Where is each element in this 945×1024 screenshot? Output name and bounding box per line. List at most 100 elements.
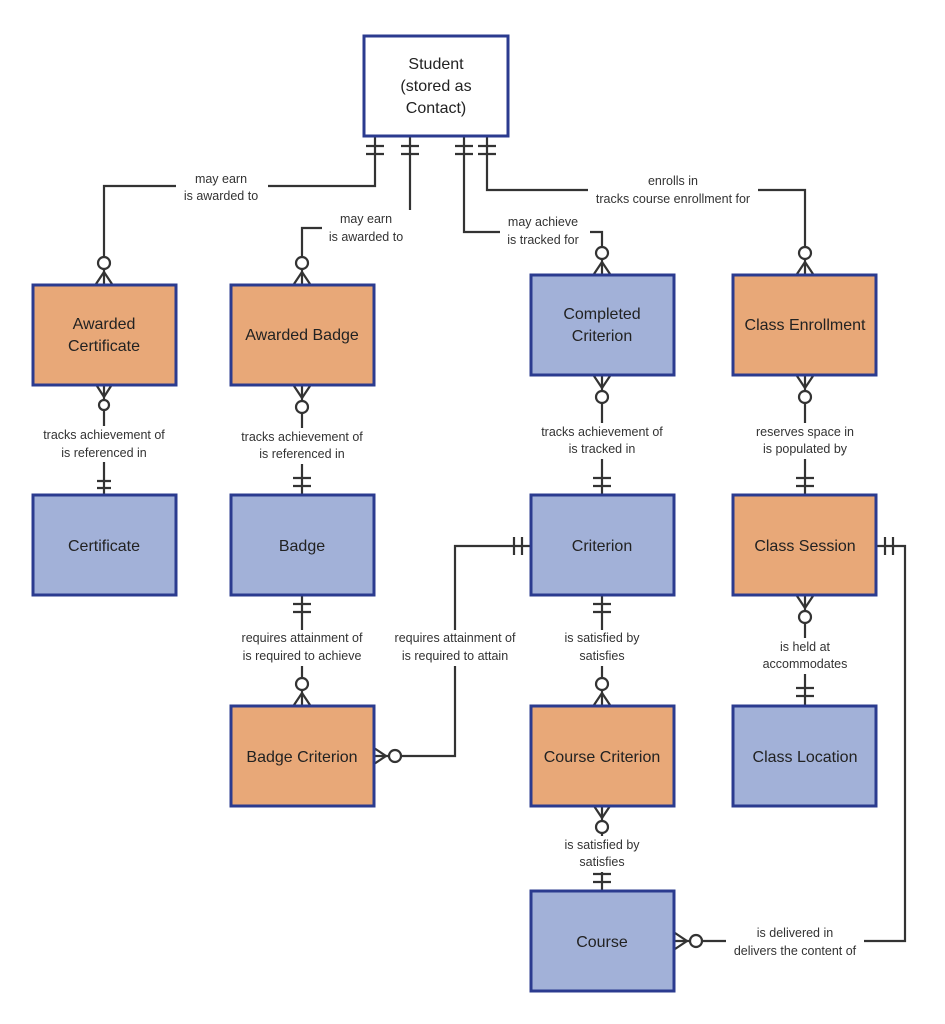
entity-certificate[interactable]: Certificate bbox=[31, 493, 178, 597]
rel-label: may earn bbox=[340, 212, 392, 226]
one-one-marker bbox=[512, 537, 524, 555]
rel-label: is satisfied by bbox=[564, 838, 640, 852]
rel-label: is tracked for bbox=[507, 233, 579, 247]
one-one-marker bbox=[293, 602, 311, 614]
rel-label: is tracked in bbox=[569, 442, 636, 456]
crow-foot-marker bbox=[796, 260, 814, 275]
one-one-marker bbox=[478, 144, 496, 156]
rel-label: satisfies bbox=[579, 855, 624, 869]
entity-label: Awarded bbox=[73, 316, 136, 333]
one-one-marker bbox=[593, 602, 611, 614]
entity-label: Class Session bbox=[754, 538, 855, 555]
zero-marker bbox=[294, 399, 310, 415]
entity-class-session[interactable]: Class Session bbox=[731, 493, 878, 597]
zero-marker bbox=[294, 676, 310, 692]
zero-marker bbox=[387, 748, 403, 764]
crow-foot-marker bbox=[796, 595, 814, 610]
rel-label: tracks achievement of bbox=[43, 428, 165, 442]
rel-label: tracks achievement of bbox=[241, 430, 363, 444]
zero-marker bbox=[96, 255, 112, 271]
zero-marker bbox=[594, 676, 610, 692]
entity-criterion[interactable]: Criterion bbox=[529, 493, 676, 597]
crow-foot-marker bbox=[373, 747, 388, 765]
one-one-marker bbox=[97, 479, 111, 490]
entity-label: Certificate bbox=[68, 338, 140, 355]
rel-label: tracks achievement of bbox=[541, 425, 663, 439]
zero-marker bbox=[688, 933, 704, 949]
entity-student[interactable]: Student (stored as Contact) bbox=[362, 34, 510, 138]
one-one-marker bbox=[593, 476, 611, 488]
entity-label: Criterion bbox=[572, 328, 632, 345]
rel-label: is populated by bbox=[763, 442, 848, 456]
zero-marker bbox=[97, 398, 111, 412]
entity-class-location[interactable]: Class Location bbox=[731, 704, 878, 808]
rel-label: delivers the content of bbox=[734, 944, 857, 958]
entity-label: Awarded Badge bbox=[245, 327, 359, 344]
crow-foot-marker bbox=[293, 270, 311, 285]
rel-label: reserves space in bbox=[756, 425, 854, 439]
rel-label: requires attainment of bbox=[242, 631, 363, 645]
entity-awarded-badge[interactable]: Awarded Badge bbox=[229, 283, 376, 387]
line-student-completed-criterion bbox=[462, 137, 604, 274]
one-one-marker bbox=[796, 476, 814, 488]
crow-foot-marker bbox=[674, 932, 689, 950]
rel-label: is awarded to bbox=[329, 230, 403, 244]
rel-label: requires attainment of bbox=[395, 631, 516, 645]
rel-label: is required to achieve bbox=[243, 649, 362, 663]
rel-label: is referenced in bbox=[61, 446, 147, 460]
crow-foot-marker bbox=[96, 385, 112, 400]
entity-awarded-certificate[interactable]: Awarded Certificate bbox=[31, 283, 178, 387]
zero-marker bbox=[797, 609, 813, 625]
zero-marker bbox=[594, 245, 610, 261]
entity-label: Contact) bbox=[406, 100, 466, 117]
rel-label: may achieve bbox=[508, 215, 578, 229]
entity-label: Criterion bbox=[572, 538, 632, 555]
entity-label: (stored as bbox=[400, 78, 471, 95]
rel-label: is held at bbox=[780, 640, 831, 654]
entity-label: Course Criterion bbox=[544, 749, 660, 766]
rel-label: is delivered in bbox=[757, 926, 833, 940]
zero-marker bbox=[594, 389, 610, 405]
entity-course[interactable]: Course bbox=[529, 889, 676, 993]
crow-foot-marker bbox=[796, 375, 814, 390]
rel-label: is satisfied by bbox=[564, 631, 640, 645]
crow-foot-marker bbox=[593, 805, 611, 820]
crow-foot-marker bbox=[593, 691, 611, 706]
rel-label: may earn bbox=[195, 172, 247, 186]
rel-label: is required to attain bbox=[402, 649, 508, 663]
crow-foot-marker bbox=[293, 691, 311, 706]
one-one-marker bbox=[796, 686, 814, 698]
zero-marker bbox=[797, 389, 813, 405]
crow-foot-marker bbox=[593, 375, 611, 390]
relationship-labels: may earn is awarded to may earn is award… bbox=[40, 170, 864, 960]
entity-completed-criterion[interactable]: Completed Criterion bbox=[529, 273, 676, 377]
entity-label: Badge Criterion bbox=[246, 749, 357, 766]
rel-label: satisfies bbox=[579, 649, 624, 663]
entity-label: Class Enrollment bbox=[745, 317, 866, 334]
rel-label: tracks course enrollment for bbox=[596, 192, 750, 206]
crow-foot-marker bbox=[593, 260, 611, 275]
entity-label: Badge bbox=[279, 538, 325, 555]
entity-label: Class Location bbox=[753, 749, 858, 766]
entity-course-criterion[interactable]: Course Criterion bbox=[529, 704, 676, 808]
one-one-marker bbox=[366, 144, 384, 156]
rel-label: is awarded to bbox=[184, 189, 258, 203]
one-one-marker bbox=[883, 537, 895, 555]
entity-badge-criterion[interactable]: Badge Criterion bbox=[229, 704, 376, 808]
rel-label: enrolls in bbox=[648, 174, 698, 188]
one-one-marker bbox=[593, 872, 611, 884]
entity-label: Certificate bbox=[68, 538, 140, 555]
entity-badge[interactable]: Badge bbox=[229, 493, 376, 597]
rel-label: accommodates bbox=[763, 657, 848, 671]
one-one-marker bbox=[293, 476, 311, 488]
zero-marker bbox=[797, 245, 813, 261]
entity-label: Student bbox=[408, 56, 464, 73]
entity-class-enrollment[interactable]: Class Enrollment bbox=[731, 273, 878, 377]
entity-label: Course bbox=[576, 934, 628, 951]
one-one-marker bbox=[455, 144, 473, 156]
crow-foot-marker bbox=[95, 270, 113, 285]
crow-foot-marker bbox=[293, 385, 311, 400]
one-one-marker bbox=[401, 144, 419, 156]
entity-label: Completed bbox=[563, 306, 640, 323]
